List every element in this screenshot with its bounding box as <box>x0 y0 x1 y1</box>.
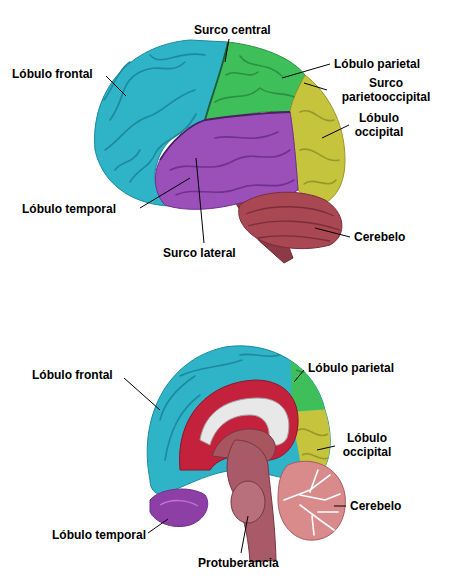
cerebellum <box>278 461 345 540</box>
brainstem <box>227 440 276 562</box>
region-label: Lóbulo parietal <box>308 361 394 375</box>
region-label: Lóbulo occipital <box>336 431 398 459</box>
region-label: Lóbulo temporal <box>52 528 146 542</box>
cerebellum-folia <box>246 207 340 241</box>
occipital-gyri <box>300 111 339 184</box>
region-label: Lóbulo occipital <box>350 111 408 139</box>
region-label: Surco parietooccipital <box>330 76 442 104</box>
region-label: Cerebelo <box>354 230 405 244</box>
region-label: Lóbulo frontal <box>32 368 113 382</box>
lateral-brain <box>95 40 345 263</box>
region-label: Surco lateral <box>163 246 236 260</box>
region-label: Cerebelo <box>350 499 401 513</box>
temporal-gyri <box>170 132 294 195</box>
arbor-vitae <box>284 470 340 535</box>
region-label: Surco central <box>194 23 271 37</box>
parietal-lobe <box>205 42 305 120</box>
lateral-sulcus <box>160 112 290 160</box>
central-sulcus <box>205 42 228 120</box>
region-label: Lóbulo parietal <box>334 57 420 71</box>
leader-lines <box>106 39 350 553</box>
parietal-gyri <box>215 56 294 102</box>
temporal-lobe <box>150 489 208 527</box>
region-label: Lóbulo temporal <box>22 202 116 216</box>
occipital-lobe <box>290 75 345 205</box>
frontal-gyri <box>104 54 205 182</box>
region-label: Protuberancia <box>198 556 279 570</box>
temporal-gyri <box>160 501 198 506</box>
region-label: Lóbulo frontal <box>12 67 93 81</box>
occipital-gyri <box>298 429 328 459</box>
cerebellum <box>239 192 342 248</box>
